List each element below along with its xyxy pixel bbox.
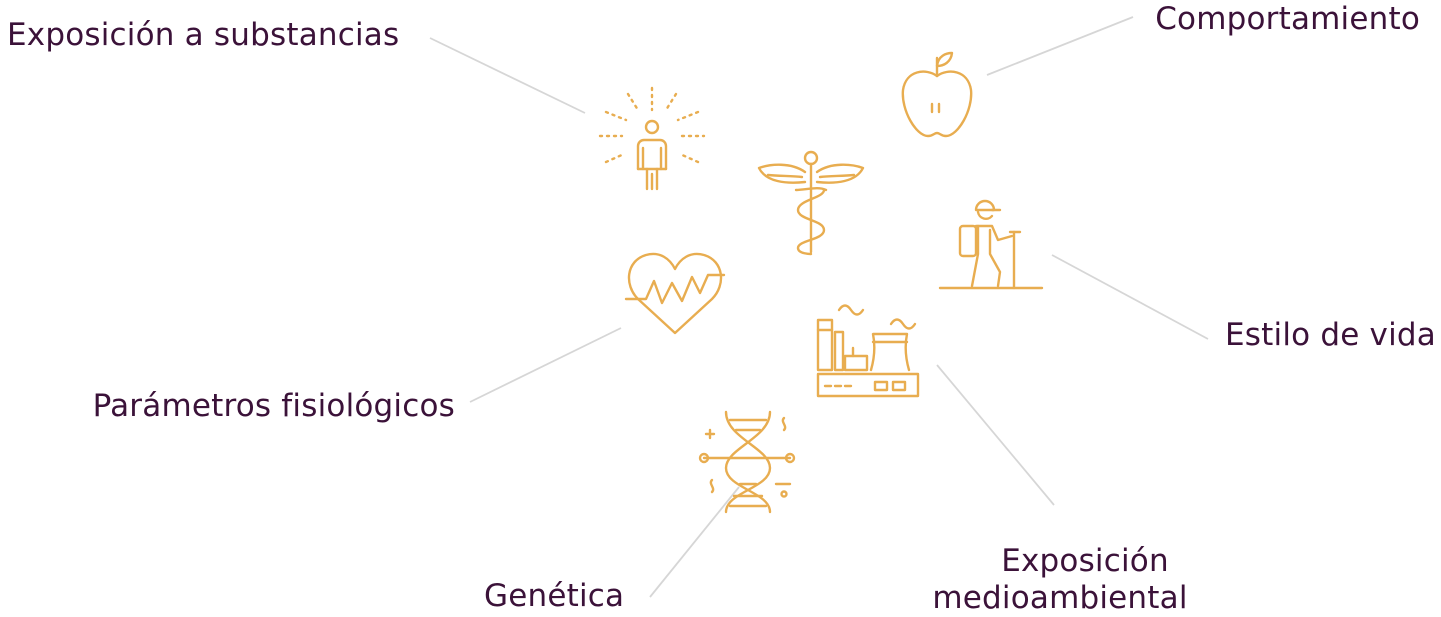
heartbeat-icon <box>624 249 726 335</box>
dna-icon <box>696 408 800 514</box>
apple-icon <box>898 50 976 140</box>
hiker-icon <box>938 196 1044 292</box>
label-genetics: Genética <box>484 578 625 614</box>
label-behavior: Comportamiento <box>1155 1 1420 37</box>
connector-substances <box>429 37 586 114</box>
connector-physiology <box>469 327 622 403</box>
label-physiology: Parámetros fisiológicos <box>92 388 455 424</box>
caduceus-icon <box>756 150 866 256</box>
person-radiating-icon <box>598 86 706 192</box>
label-environment: Exposición medioambiental <box>900 543 1220 617</box>
label-substances: Exposición a substancias <box>7 17 400 53</box>
connector-lifestyle <box>1051 254 1209 340</box>
label-lifestyle: Estilo de vida <box>1225 317 1436 353</box>
label-environment-line2: medioambiental <box>932 580 1188 616</box>
factory-icon <box>815 300 921 402</box>
label-environment-line1: Exposición <box>1001 543 1169 579</box>
connector-environment <box>936 364 1055 506</box>
connector-genetics <box>649 486 740 598</box>
connector-behavior <box>986 16 1134 76</box>
